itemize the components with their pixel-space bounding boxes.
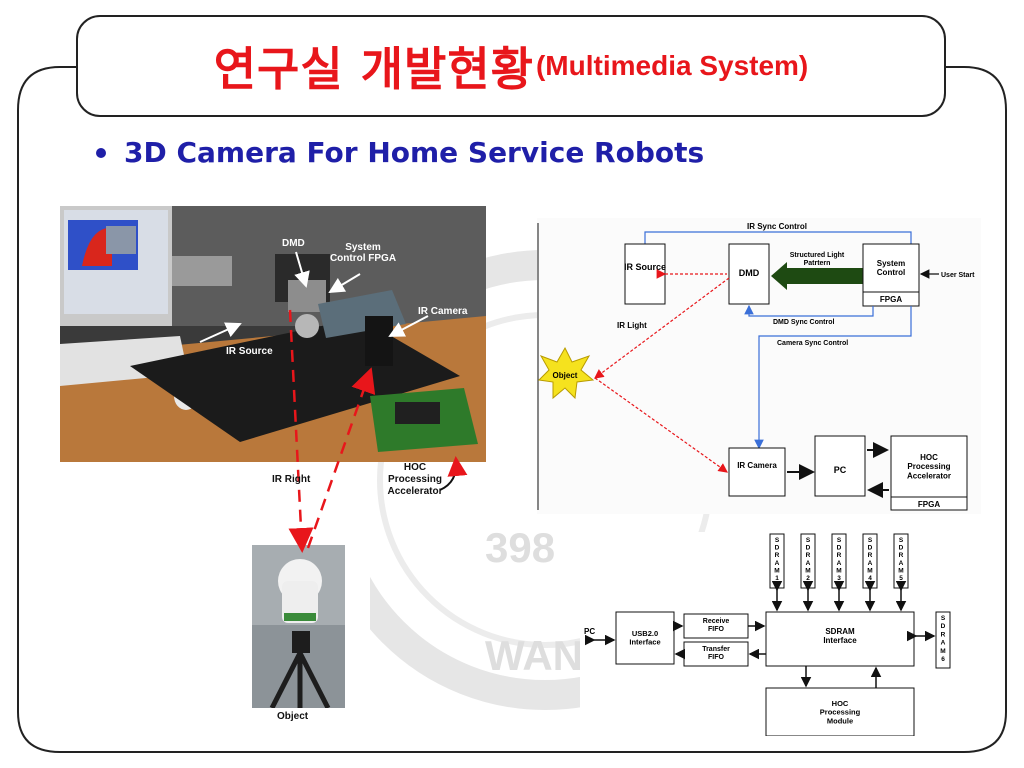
watermark-number: 398: [485, 524, 555, 571]
label-object: Object: [277, 711, 309, 722]
txt-ir-camera: IR Camera: [737, 461, 777, 470]
txt-ir-light: IR Light: [617, 321, 647, 330]
photo-annotation-arrows: [199, 251, 429, 343]
title-box: 연구실 개발현황 (Multimedia System): [76, 15, 946, 117]
txt-camera-sync: Camera Sync Control: [777, 340, 848, 347]
txt-fpga-1: FPGA: [880, 295, 902, 304]
txt-pc: PC: [834, 465, 847, 475]
label-dmd: DMD: [282, 238, 305, 249]
bullet-text: 3D Camera For Home Service Robots: [124, 136, 705, 169]
object-photo: [252, 545, 345, 708]
txt-hw-pc: PC: [584, 627, 595, 636]
title-korean: 연구실 개발현황: [213, 42, 534, 96]
watermark-text: WAN: [485, 632, 583, 679]
txt-object: Object: [553, 371, 578, 380]
system-block-diagram: IR Sync Control IR Source DMD Structured…: [537, 218, 981, 514]
title-english: (Multimedia System): [535, 50, 809, 81]
txt-dmd: DMD: [739, 268, 760, 278]
txt-dmd-sync: DMD Sync Control: [773, 319, 835, 326]
lab-setup-photo: [60, 206, 486, 462]
label-ir-source: IR Source: [226, 346, 273, 357]
label-ir-camera: IR Camera: [418, 306, 468, 317]
txt-user-start: User Start: [941, 272, 975, 279]
txt-fpga-2: FPGA: [918, 500, 940, 509]
label-ir-right: IR Right: [272, 474, 311, 485]
txt-ir-sync: IR Sync Control: [747, 222, 807, 231]
bullet-icon: [96, 148, 106, 158]
txt-ir-source: IR Source: [624, 262, 666, 272]
